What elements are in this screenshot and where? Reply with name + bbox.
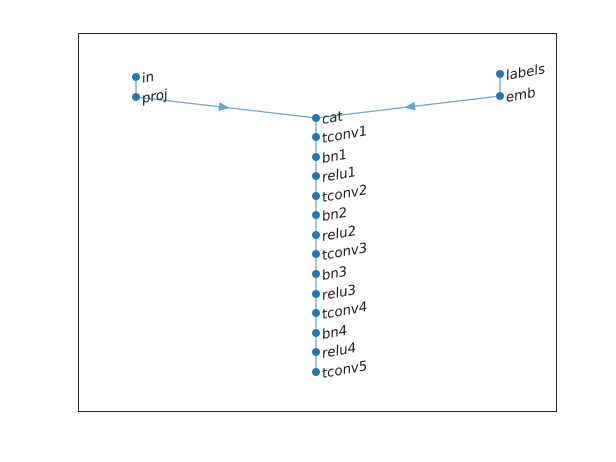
arrowhead-emb-to-cat — [404, 101, 416, 111]
node-marker-proj[interactable] — [132, 93, 140, 101]
node-marker-cat[interactable] — [312, 114, 320, 122]
edge-layer — [135, 78, 501, 368]
node-marker-relu1[interactable] — [312, 172, 320, 180]
node-marker-bn4[interactable] — [312, 329, 320, 337]
node-marker-bn2[interactable] — [312, 211, 320, 219]
node-marker-relu3[interactable] — [312, 290, 320, 298]
node-marker-bn3[interactable] — [312, 270, 320, 278]
node-marker-tconv2[interactable] — [312, 192, 320, 200]
node-marker-in[interactable] — [132, 73, 140, 81]
node-marker-labels[interactable] — [496, 70, 504, 78]
node-marker-relu2[interactable] — [312, 231, 320, 239]
node-marker-emb[interactable] — [496, 92, 504, 100]
node-marker-tconv1[interactable] — [312, 133, 320, 141]
node-marker-tconv4[interactable] — [312, 309, 320, 317]
node-label-cat: cat — [320, 108, 344, 128]
node-layer — [132, 70, 504, 376]
node-marker-tconv5[interactable] — [312, 368, 320, 376]
arrowhead-proj-to-cat — [218, 102, 230, 112]
node-marker-bn1[interactable] — [312, 153, 320, 161]
node-marker-tconv3[interactable] — [312, 250, 320, 258]
node-marker-relu4[interactable] — [312, 348, 320, 356]
node-label-in: in — [140, 68, 156, 87]
